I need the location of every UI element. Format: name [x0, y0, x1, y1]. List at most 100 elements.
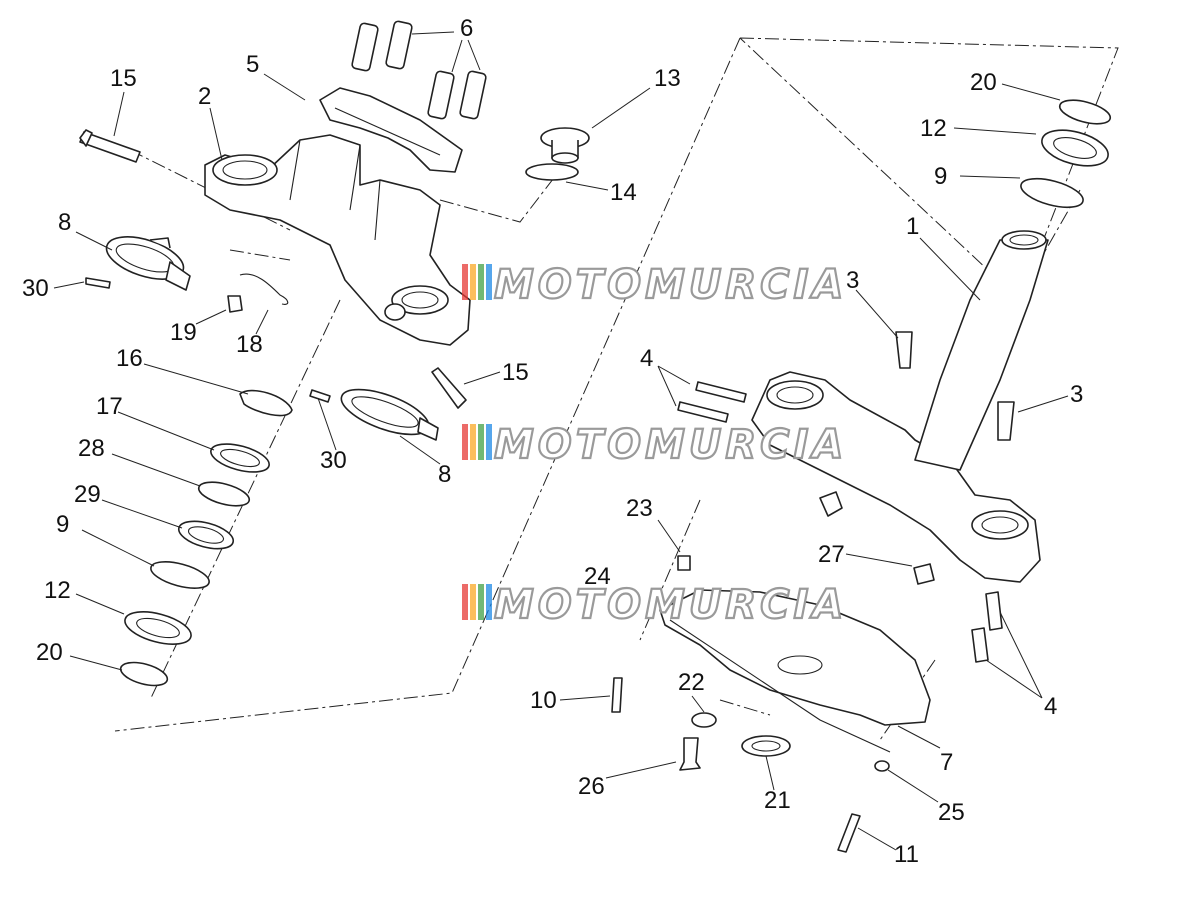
label-30-upper: 30 [22, 275, 49, 302]
leader-lines [53, 31, 1069, 851]
bearing-12-right [1041, 129, 1109, 167]
clamp-8-lower [340, 388, 439, 441]
label-15-upper: 15 [110, 65, 137, 92]
screw-30-upper [85, 277, 111, 289]
label-3-right: 3 [1070, 381, 1083, 408]
watermark-color-bar [478, 264, 484, 300]
nut-27-right [913, 563, 935, 585]
bearing-12-left [124, 611, 192, 645]
washer-14 [525, 163, 579, 181]
watermark-color-bar [462, 584, 468, 620]
label-2: 2 [198, 83, 211, 110]
dust-seal-20-left [119, 661, 169, 687]
label-24: 24 [584, 563, 611, 590]
bolt-3-right [997, 401, 1015, 441]
label-14: 14 [610, 179, 637, 206]
cap-13 [540, 127, 590, 164]
label-17: 17 [96, 393, 123, 420]
label-9-left: 9 [56, 511, 69, 538]
bolt-26 [679, 737, 701, 771]
ring-nut-29 [177, 520, 235, 550]
watermark-text: MOTOMURCIA [494, 582, 847, 628]
label-11: 11 [894, 841, 919, 868]
watermark-color-bar [462, 424, 468, 460]
bolt-4-set-lower [971, 591, 1003, 663]
label-28: 28 [78, 435, 105, 462]
label-9-right: 9 [934, 163, 947, 190]
label-8-lower: 8 [438, 461, 451, 488]
watermark-text: MOTOMURCIA [494, 262, 847, 308]
screw-30-lower [309, 389, 331, 403]
label-4-lower: 4 [1044, 693, 1057, 720]
label-19: 19 [170, 319, 197, 346]
bolt-3-upper [895, 331, 913, 369]
spacer-23 [677, 555, 691, 571]
grommet-21 [741, 735, 791, 757]
bush-22 [691, 712, 717, 728]
label-26: 26 [578, 773, 605, 800]
label-18: 18 [236, 331, 263, 358]
spacer-25 [874, 760, 890, 772]
label-20-right: 20 [970, 69, 997, 96]
ring-nut-17 [210, 443, 270, 473]
lock-washer-16 [239, 389, 293, 417]
steering-stem [914, 239, 1049, 471]
watermark-color-bar [478, 584, 484, 620]
handlebar-clamp-5 [319, 87, 463, 173]
pin-11 [837, 813, 861, 853]
seal-9-right [1020, 177, 1084, 209]
watermark-color-bar [478, 424, 484, 460]
watermark-color-bar [486, 584, 492, 620]
watermark-color-bar [470, 264, 476, 300]
label-3-upper: 3 [846, 267, 859, 294]
label-30-lower: 30 [320, 447, 347, 474]
lower-triple-clamp-assembly [611, 99, 1112, 853]
label-29: 29 [74, 481, 101, 508]
watermark-color-bar [470, 424, 476, 460]
label-21: 21 [764, 787, 791, 814]
dust-seal-20-right [1058, 99, 1112, 125]
label-23: 23 [626, 495, 653, 522]
label-22: 22 [678, 669, 705, 696]
label-8-upper: 8 [58, 209, 71, 236]
bolt-6-set [351, 20, 487, 120]
watermark-color-bar [486, 264, 492, 300]
label-25: 25 [938, 799, 965, 826]
watermark-middle: MOTOMURCIA [462, 421, 847, 469]
lower-triple-clamp-1 [751, 371, 1041, 583]
label-15-lower: 15 [502, 359, 529, 386]
bolt-4-set-upper [677, 381, 747, 423]
label-5: 5 [246, 51, 259, 78]
watermark-top: MOTOMURCIA [462, 261, 847, 309]
label-10: 10 [530, 687, 557, 714]
label-12-left: 12 [44, 577, 71, 604]
guard-plate-7 [659, 589, 931, 726]
label-1: 1 [906, 213, 919, 240]
separator-outline [114, 37, 1119, 732]
label-16: 16 [116, 345, 143, 372]
washer-28 [197, 481, 251, 507]
bolt-19 [227, 295, 243, 313]
part-labels: 15 2 5 6 13 14 8 30 19 18 15 16 17 28 29… [22, 15, 1083, 868]
pin-10 [611, 677, 623, 713]
seal-9-left [150, 561, 210, 589]
watermark-color-bar [470, 584, 476, 620]
label-7: 7 [940, 749, 953, 776]
watermark-bottom: MOTOMURCIA [462, 581, 847, 629]
watermark-color-bar [486, 424, 492, 460]
nut-27-left [819, 491, 843, 517]
label-13: 13 [654, 65, 681, 92]
watermark-color-bar [462, 264, 468, 300]
upper-triple-clamp-assembly [79, 20, 590, 701]
bolt-15-lower [431, 367, 467, 409]
label-6: 6 [460, 15, 473, 42]
label-12-right: 12 [920, 115, 947, 142]
spring-clip-18 [239, 273, 289, 305]
clamp-8-upper [105, 236, 191, 291]
label-20-left: 20 [36, 639, 63, 666]
label-27: 27 [818, 541, 845, 568]
watermark-text: MOTOMURCIA [494, 422, 847, 468]
label-4-upper: 4 [640, 345, 653, 372]
bolt-15-upper [79, 129, 141, 163]
